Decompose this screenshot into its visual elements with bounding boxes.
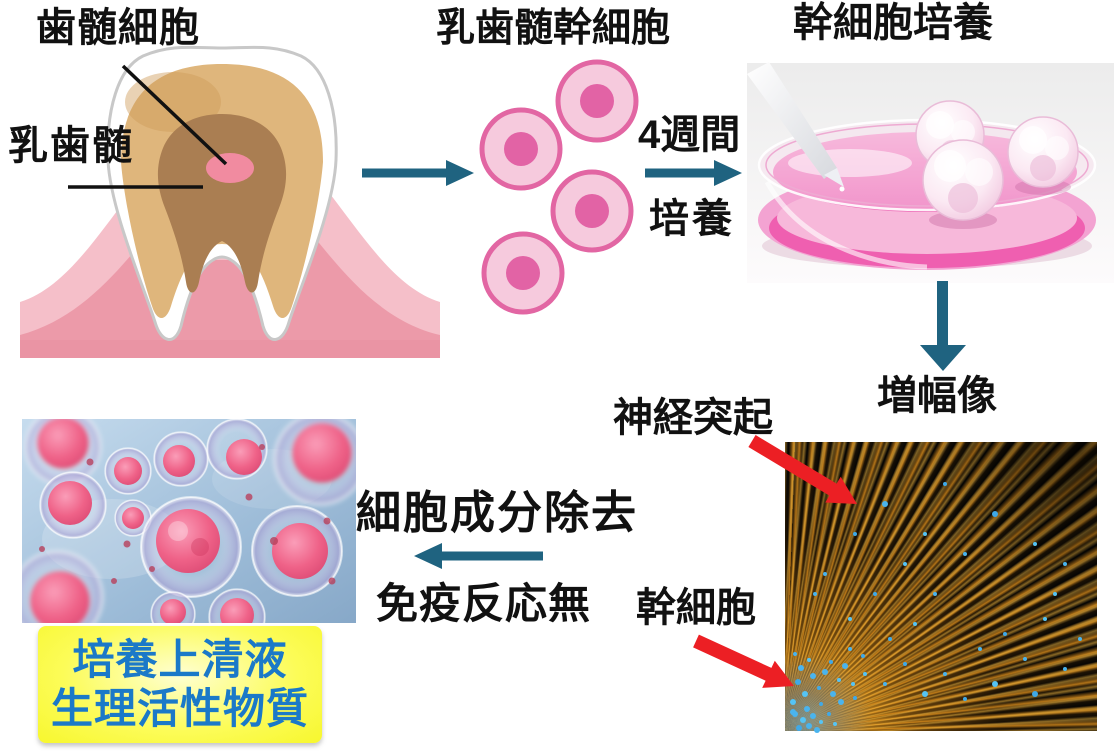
stem-cell (479, 107, 563, 191)
pipette-tip (747, 62, 845, 192)
label-stem-cells-title: 乳歯髄幹細胞 (436, 7, 671, 50)
stem-cell-cluster (479, 59, 639, 315)
cell-nuclei-dots (793, 652, 797, 656)
label-no-immune-reaction: 免疫反応無 (376, 580, 592, 627)
petri-dish-photo (747, 62, 1114, 283)
gum-inner (20, 219, 440, 358)
arrow-right-icon (645, 160, 742, 186)
cell-render-image (22, 419, 356, 623)
tooth-illustration (20, 45, 440, 358)
stem-cell (550, 169, 634, 253)
label-amplified-image: 増幅像 (877, 374, 997, 418)
label-four-weeks: 4週間 (638, 113, 741, 157)
rendered-cells (22, 419, 356, 623)
label-stem-cell-culture-title: 幹細胞培養 (793, 1, 993, 45)
gum-base-band (20, 340, 440, 358)
label-neurite: 神経突起 (613, 396, 773, 440)
label-cell-component-removal: 細胞成分除去 (356, 487, 639, 538)
cell-spheres (915, 100, 1079, 229)
pulp-cells-spot (206, 153, 254, 183)
arrow-down-icon (920, 281, 966, 371)
micrograph-image (785, 442, 1097, 731)
label-culture: 培養 (649, 197, 735, 241)
supernatant-label-line1: 培養上清液 (72, 635, 288, 683)
label-pulp-cells: 歯髄細胞 (36, 6, 200, 50)
stem-cell-arrow-icon (693, 634, 794, 688)
stem-cell (481, 231, 565, 315)
label-deciduous-pulp: 乳歯髄 (8, 124, 134, 168)
supernatant-label-line2: 生理活性物質 (50, 684, 309, 732)
floating-particles (39, 444, 336, 585)
supernatant-highlight-box: 培養上清液 生理活性物質 (38, 626, 322, 743)
arrow-left-icon (414, 543, 543, 569)
stem-cell (555, 59, 639, 143)
label-stem-cell: 幹細胞 (636, 586, 756, 630)
